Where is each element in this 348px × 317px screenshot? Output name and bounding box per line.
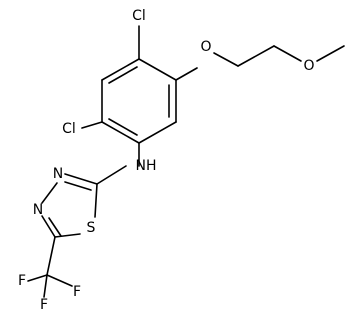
bond-c3-c4 <box>101 121 140 144</box>
atom-nh: NH <box>136 158 157 174</box>
atom-o-ether: O <box>200 39 211 55</box>
atom-o-methoxy: O <box>303 58 314 74</box>
atom-cl-top: Cl <box>132 8 146 24</box>
atom-n-upper: N <box>53 166 63 182</box>
bond-c5-s <box>54 233 81 238</box>
double-bond-n4-c5 <box>48 217 62 237</box>
double-bond-c3-c4 <box>108 118 138 136</box>
bond-ch2a-ch2b <box>237 45 275 67</box>
bond-c5-cf3 <box>46 236 56 276</box>
double-bond-c1-c2 <box>108 66 138 84</box>
atom-s: S <box>87 220 96 236</box>
bond-c6-o <box>175 67 198 81</box>
bond-o-ch3 <box>316 45 345 62</box>
atom-cl-left: Cl <box>62 121 76 137</box>
bond-c-f3 <box>43 274 48 298</box>
bond-c1-c2 <box>101 58 140 81</box>
double-bond-c2-n3 <box>64 181 92 191</box>
bond-c3-cl <box>81 121 103 129</box>
bond-c-f2 <box>46 274 73 287</box>
bond-n3-n4 <box>41 182 58 204</box>
atom-n-lower: N <box>33 202 43 218</box>
bond-s-c2 <box>94 183 98 218</box>
bond-c6-c1 <box>138 58 177 81</box>
benzene-ring <box>101 58 177 144</box>
bond-ch2b-o <box>273 45 302 62</box>
bond-c-f1 <box>27 274 48 282</box>
bond-c4-c5 <box>138 121 177 144</box>
bond-o-ch2a <box>213 52 239 67</box>
atom-f-3: F <box>40 297 48 313</box>
bond-n-c2 <box>96 165 127 185</box>
thiadiazole-ring <box>41 173 98 238</box>
atom-f-2: F <box>73 284 81 300</box>
bond-c2-n3 <box>64 173 98 185</box>
bond-n4-c5 <box>41 215 56 238</box>
atom-f-1: F <box>18 273 26 289</box>
